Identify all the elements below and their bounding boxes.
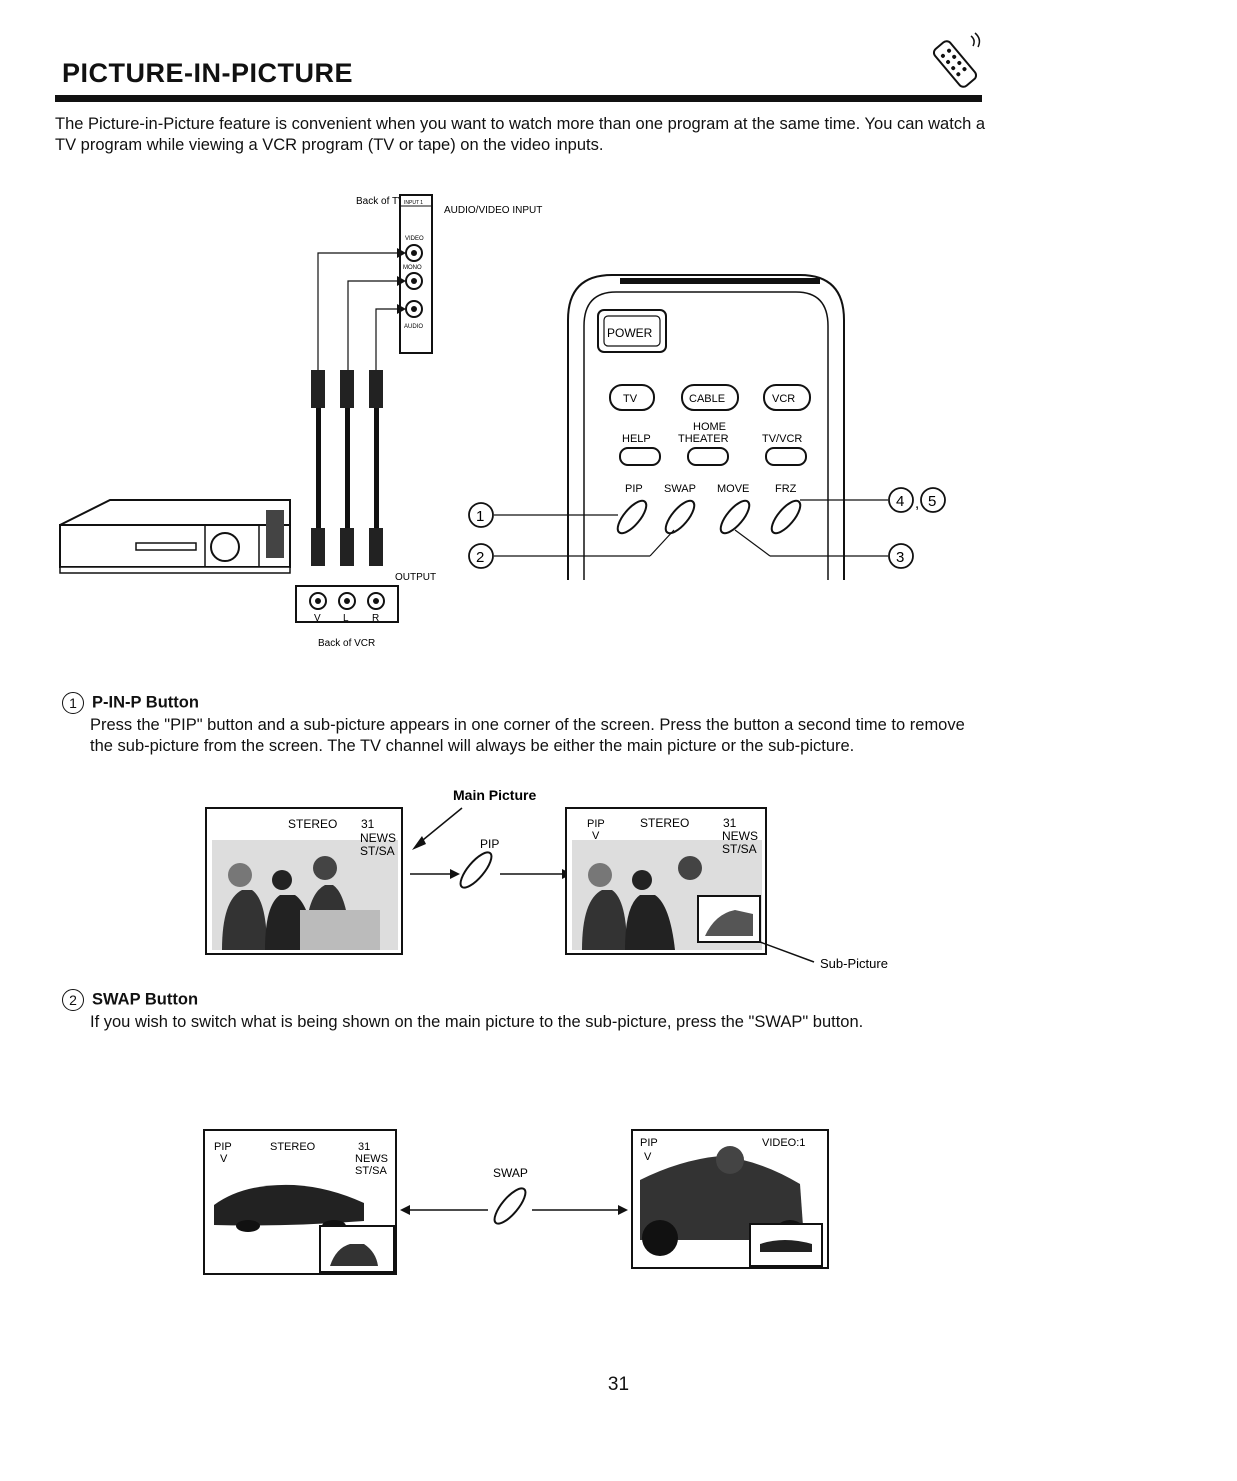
output-label: OUTPUT (395, 572, 436, 583)
screen-before-pip: STEREO 31 NEWS ST/SA (205, 807, 403, 955)
right-network-text: NEWS (722, 829, 758, 843)
help-button (619, 447, 661, 466)
help-label: HELP (622, 433, 651, 445)
callout-5: 5 (920, 487, 946, 513)
svg-text:2: 2 (476, 549, 484, 566)
cable-mode-label: CABLE (689, 393, 725, 405)
frz-key (770, 499, 802, 535)
move-key-label: MOVE (717, 483, 749, 495)
screen-with-pip: PIP V STEREO 31 NEWS ST/SA (565, 807, 767, 955)
left-channel-text: 31 (361, 817, 375, 831)
vcr-jack-v: V (314, 613, 321, 624)
left-network-text: NEWS (360, 831, 396, 845)
vcr-mode-label: VCR (772, 393, 795, 405)
video-jack-label: VIDEO (405, 236, 424, 242)
remote-control-icon (925, 30, 985, 94)
right-station-text: ST/SA (722, 842, 757, 856)
section-2-heading: 2 SWAP Button (62, 989, 198, 1011)
right-stereo-text: STEREO (640, 816, 689, 830)
input-tag: INPUT 1 (404, 200, 423, 206)
move-key (719, 499, 751, 535)
page-number: 31 (607, 1374, 630, 1395)
pip-button-label: PIP (480, 837, 499, 851)
swap-left-stereo: STEREO (270, 1141, 316, 1153)
pip-press-icon (459, 851, 493, 889)
swap-right-video: VIDEO:1 (762, 1137, 805, 1149)
pip-key-label: PIP (625, 483, 643, 495)
swap-key (664, 499, 696, 535)
page-title: PICTURE-IN-PICTURE (62, 58, 353, 88)
svg-text:1: 1 (476, 508, 484, 525)
vcr-mode-button (763, 384, 811, 411)
section-2-text: If you wish to switch what is being show… (90, 1013, 864, 1031)
vcr-jack-l: L (343, 613, 349, 624)
screen-after-swap: PIP V VIDEO:1 (631, 1129, 829, 1269)
frz-key-label: FRZ (775, 483, 797, 495)
cable-mode-button (681, 384, 739, 411)
intro-paragraph: The Picture-in-Picture feature is conven… (55, 115, 986, 154)
vcr-jack-r: R (372, 613, 379, 624)
rca-cable-video (311, 370, 325, 566)
back-of-vcr-label: Back of VCR (318, 638, 375, 649)
audio-jack-label: AUDIO (404, 324, 423, 330)
theater-label: THEATER (678, 433, 729, 445)
home-theater-button (687, 447, 729, 466)
swap-right-v: V (644, 1151, 652, 1163)
left-station-text: ST/SA (360, 844, 395, 858)
svg-text:4: 4 (896, 493, 904, 510)
swap-key-label: SWAP (664, 483, 696, 495)
tvvcr-button (765, 447, 807, 466)
screen-before-swap: PIP V STEREO 31 NEWS ST/SA (203, 1129, 397, 1275)
swap-press-icon (493, 1187, 527, 1225)
connection-diagram: Back of TV INPUT 1 AUDIO/VIDEO INPUT VID… (59, 194, 946, 649)
left-stereo-text: STEREO (288, 817, 337, 831)
swap-illustration: PIP V STEREO 31 NEWS ST/SA SWAP PIP V VI… (203, 1129, 829, 1275)
power-label: POWER (607, 326, 653, 340)
section-1-number: 1 (62, 692, 84, 714)
pip-key (616, 499, 648, 535)
svg-text:,: , (915, 495, 919, 512)
remote-control: POWER TV CABLE VCR HELP HOME THEATER TV/… (567, 274, 845, 580)
back-of-tv-label: Back of TV (356, 196, 405, 207)
section-1-heading: 1 P-IN-P Button (62, 692, 199, 714)
swap-left-station: ST/SA (355, 1165, 387, 1177)
right-pip-text: PIP (587, 818, 605, 830)
rca-cable-right (369, 370, 383, 566)
vcr-unit (59, 499, 291, 574)
svg-text:3: 3 (896, 549, 904, 566)
section-1-title: P-IN-P Button (92, 693, 199, 712)
sub-picture-label: Sub-Picture (820, 956, 888, 971)
tvvcr-label: TV/VCR (762, 433, 802, 445)
swap-left-channel: 31 (358, 1141, 370, 1153)
swap-right-pip: PIP (640, 1137, 658, 1149)
callout-3: 3 (888, 543, 914, 569)
pip-illustration: Main Picture STEREO 31 NEWS ST/SA PIP PI… (205, 787, 888, 971)
section-2-title: SWAP Button (92, 990, 199, 1009)
tv-mode-label: TV (623, 393, 638, 405)
home-label: HOME (693, 421, 726, 433)
swap-left-network: NEWS (355, 1153, 388, 1165)
swap-left-v: V (220, 1153, 228, 1165)
swap-button-label: SWAP (493, 1166, 528, 1180)
swap-left-pip: PIP (214, 1141, 232, 1153)
title-rule (55, 95, 982, 102)
rca-cable-left (340, 370, 354, 566)
svg-text:5: 5 (928, 493, 936, 510)
main-picture-label: Main Picture (453, 787, 536, 803)
callout-2: 2 (468, 543, 494, 569)
callout-1: 1 (468, 502, 494, 528)
mono-jack-label: MONO (403, 265, 422, 271)
section-2-number: 2 (62, 989, 84, 1011)
callout-4: 4 (888, 487, 914, 513)
right-channel-text: 31 (723, 816, 737, 830)
audio-video-input-label: AUDIO/VIDEO INPUT (444, 205, 542, 216)
section-1-text: Press the "PIP" button and a sub-picture… (90, 716, 965, 755)
right-v-text: V (592, 830, 600, 842)
tv-mode-button (609, 384, 655, 411)
